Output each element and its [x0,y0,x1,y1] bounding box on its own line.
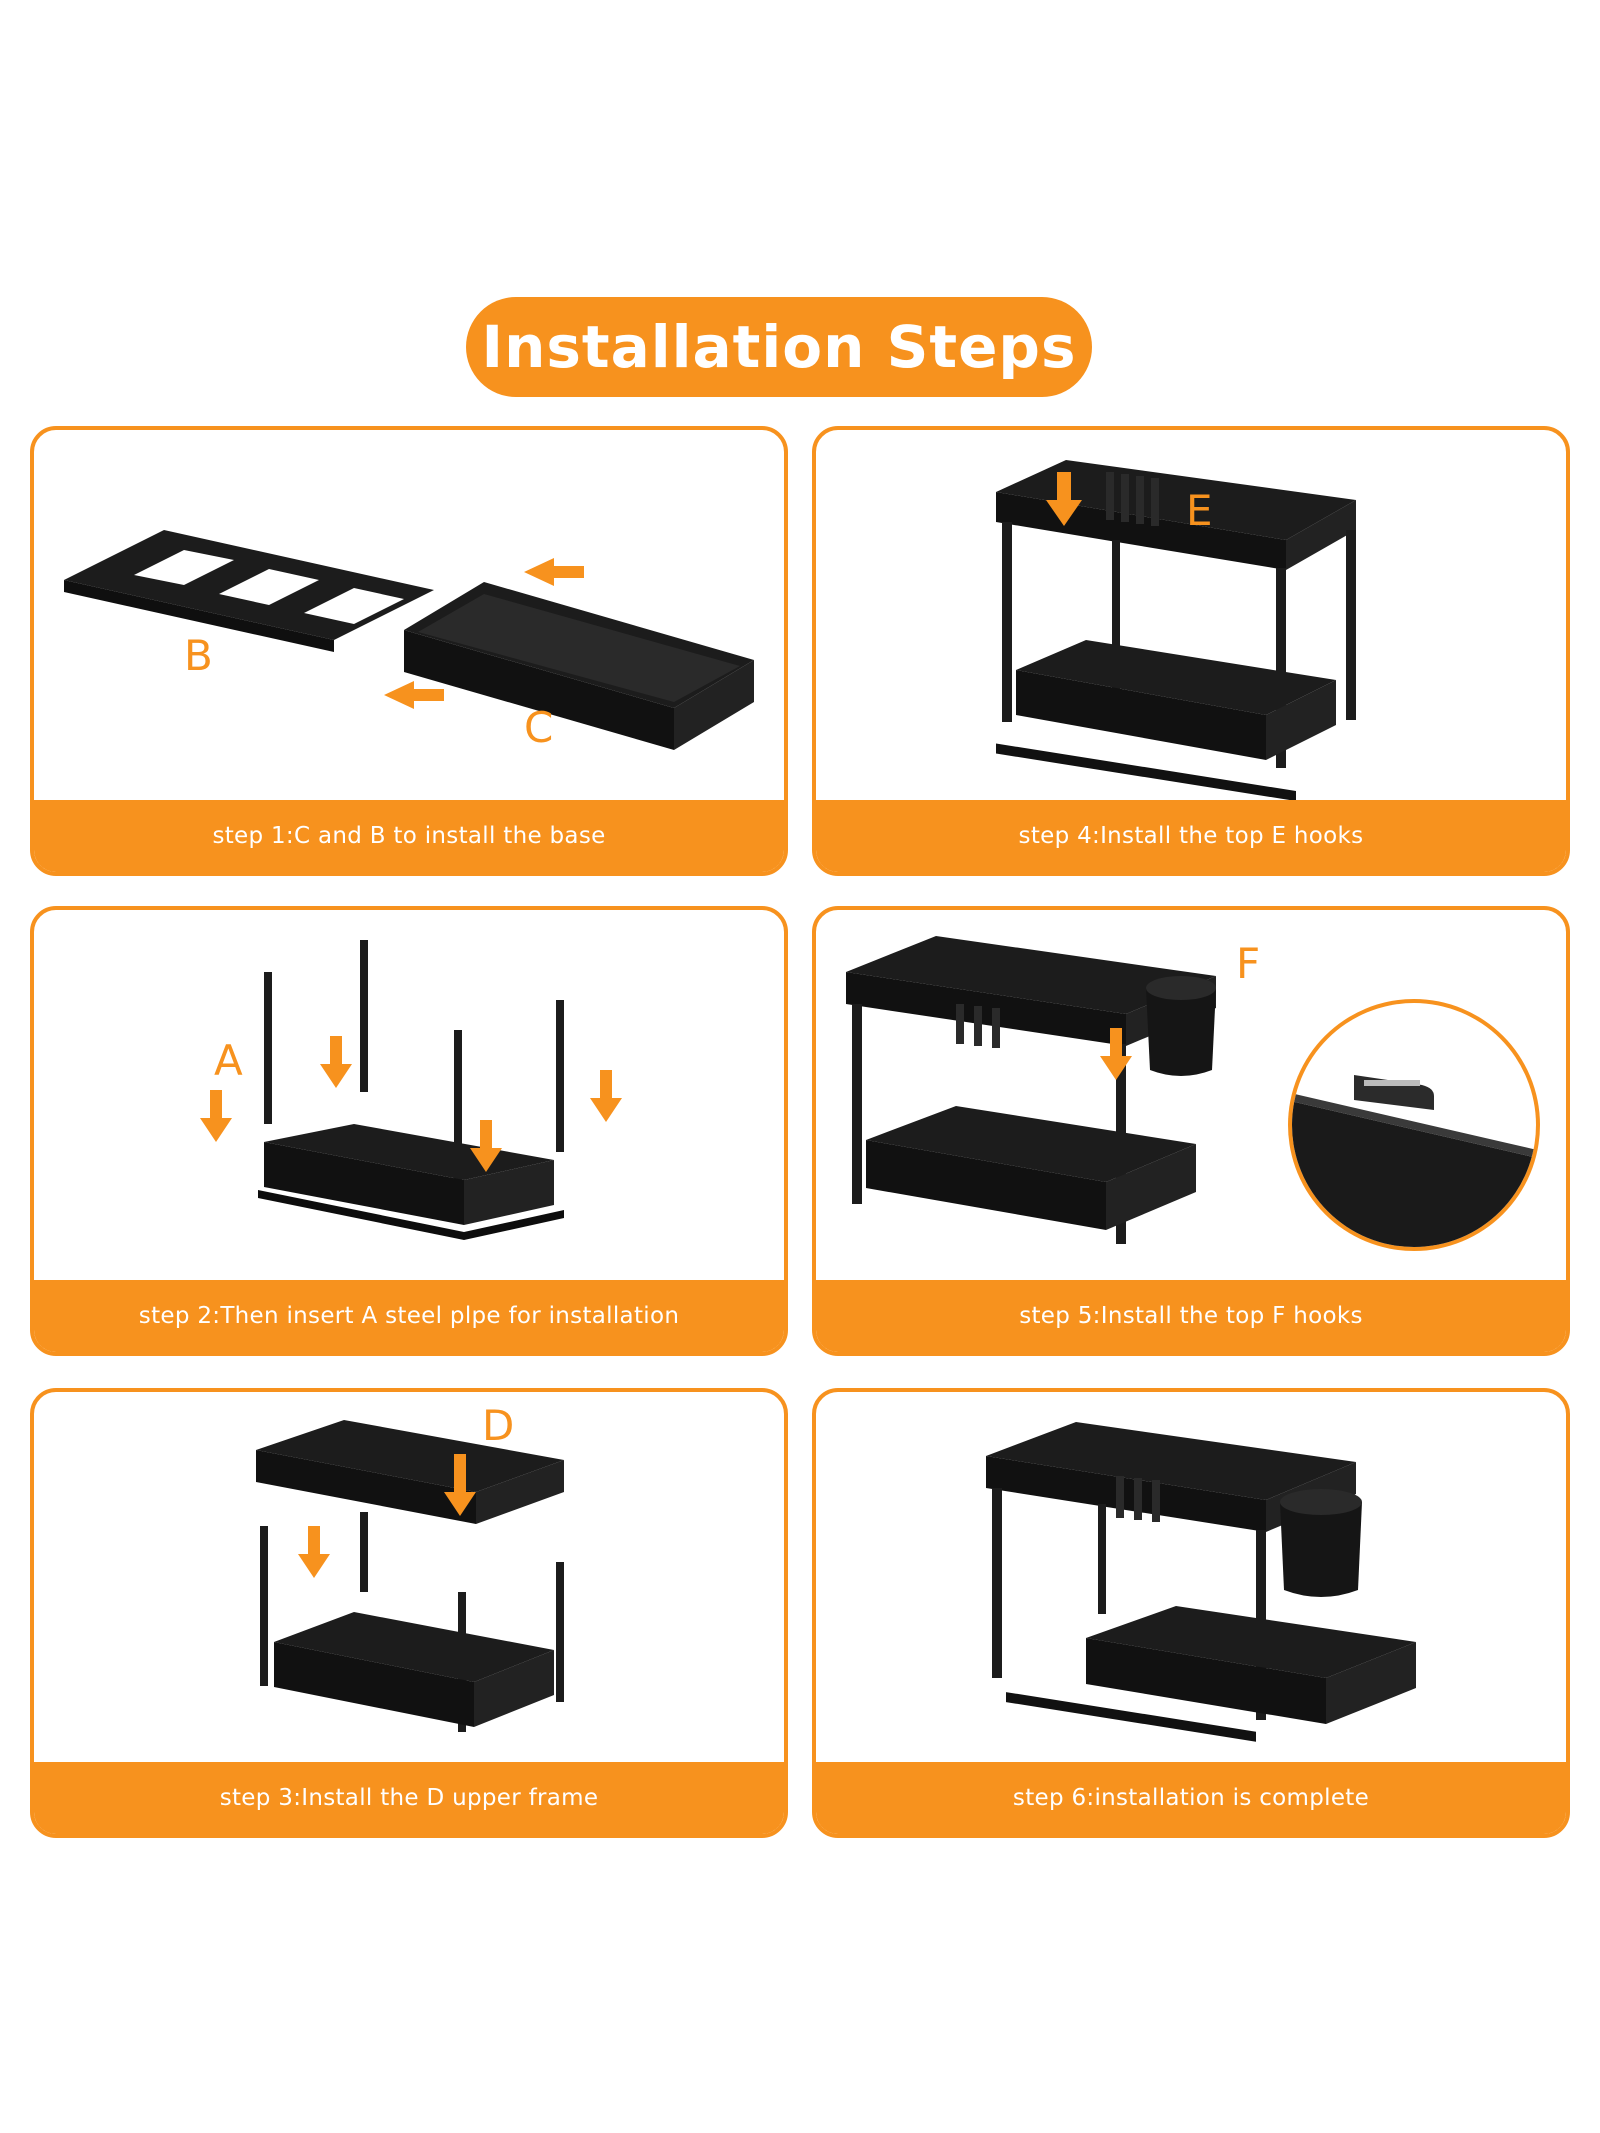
step-card-2: A step 2:Then insert A steel plpe for in… [30,906,788,1356]
page-title: Installation Steps [466,297,1092,397]
rack-with-cup [846,936,1216,1244]
step-3-illustration: D [256,1401,564,1732]
arrows [384,558,584,709]
step-card-4: E step 4:Install the top E hooks [812,426,1570,876]
label-b: B [184,631,213,680]
steel-pipes-a [264,940,564,1182]
step-card-1: B C step 1:C and B to install the base [30,426,788,876]
step-3-caption: step 3:Install the D upper frame [34,1762,784,1834]
step-6-caption: step 6:installation is complete [816,1762,1566,1834]
step-4-illustration: E [996,460,1356,800]
two-tier-rack [996,460,1356,800]
lower-tier [260,1512,564,1732]
label-c: C [524,703,553,752]
arrows-down [200,1036,622,1172]
step-1-caption: step 1:C and B to install the base [34,800,784,872]
complete-rack [986,1422,1416,1742]
hooks-e [1106,472,1159,526]
drawer-tray-c [404,582,754,750]
base-tray [258,1124,564,1240]
step-1-illustration: B C [64,530,754,752]
arrow-down [1046,472,1082,526]
step-2-caption: step 2:Then insert A steel plpe for inst… [34,1280,784,1352]
step-5-illustration: F [846,936,1540,1251]
base-frame-b [64,530,434,652]
label-f: F [1236,939,1260,988]
arrow-down [1100,1028,1132,1080]
arrows-down [298,1454,476,1578]
upper-frame-d [256,1420,564,1524]
detail-zoom-circle [1288,999,1540,1251]
step-5-caption: step 5:Install the top F hooks [816,1280,1566,1352]
step-card-6: step 6:installation is complete [812,1388,1570,1838]
label-e: E [1186,486,1213,535]
step-2-illustration: A [200,940,622,1240]
step-6-illustration [986,1422,1416,1742]
step-card-3: D step 3:Install the D upper frame [30,1388,788,1838]
label-a: A [214,1036,243,1085]
step-card-5: F step 5:Install the top F hooks [812,906,1570,1356]
label-d: D [482,1401,514,1450]
step-4-caption: step 4:Install the top E hooks [816,800,1566,872]
